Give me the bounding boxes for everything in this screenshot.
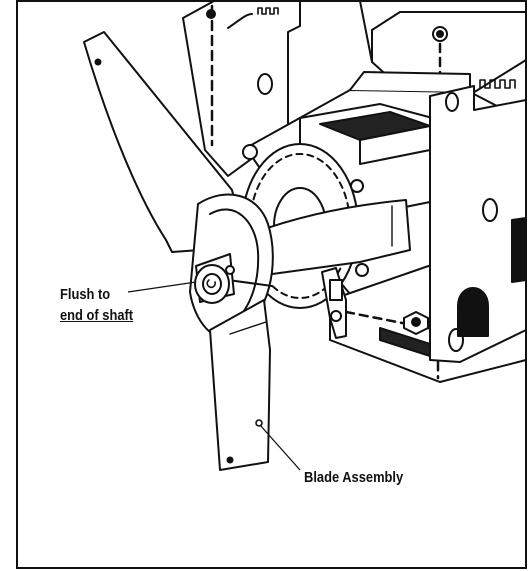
fan-blade-lower	[209, 299, 271, 471]
flush-to-label: Flush to	[60, 286, 111, 303]
blade-assembly-leader-line	[259, 424, 301, 471]
front-mounting-bracket	[429, 79, 527, 363]
flush-leader-line	[127, 281, 197, 293]
rear-mounting-bracket	[182, 0, 301, 177]
end-of-shaft-label: end of shaft	[60, 307, 134, 324]
motor-shaft-end	[194, 253, 235, 304]
blade-assembly-label: Blade Assembly	[304, 469, 404, 486]
hub-clamp-bolt	[321, 267, 347, 339]
